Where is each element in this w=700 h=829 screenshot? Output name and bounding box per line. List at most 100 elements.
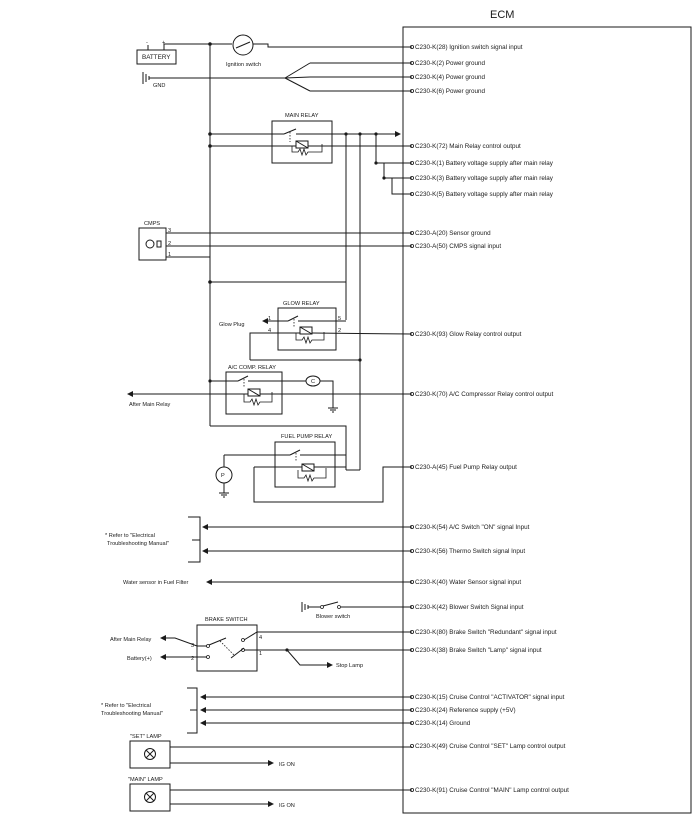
- water-sensor-label: Water sensor in Fuel Filter: [123, 580, 189, 586]
- ac-relay-label: A/C COMP. RELAY: [228, 365, 276, 371]
- ecm-pin-label: C230-K(80) Brake Switch "Redundant" sign…: [415, 629, 557, 636]
- ecm-pin: C230-K(24) Reference supply (+5V): [409, 707, 516, 714]
- ignition-switch-label: Ignition switch: [226, 62, 261, 68]
- blower-switch-label: Blower switch: [316, 614, 350, 620]
- ecm-pin-label: C230-K(42) Blower Switch Signal input: [415, 604, 524, 611]
- ignition-switch: Ignition switch: [210, 34, 412, 68]
- ecm-pin-label: C230-K(72) Main Relay control output: [415, 143, 521, 150]
- set-lamp: "SET" LAMP IG ON: [129, 734, 412, 769]
- glow-pin-2: 2: [338, 328, 341, 334]
- ecm-pin: C230-K(3) Battery voltage supply after m…: [409, 175, 554, 182]
- ecm-pin: C230-K(40) Water Sensor signal input: [409, 579, 521, 586]
- set-lamp-label: "SET" LAMP: [130, 734, 162, 740]
- ecm-pin-label: C230-K(49) Cruise Control "SET" Lamp con…: [415, 743, 566, 750]
- cmps-pin-3: 3: [168, 228, 171, 234]
- ecm-pin: C230-A(50) CMPS signal input: [409, 243, 501, 250]
- ecm-pin-label: C230-K(28) Ignition switch signal input: [415, 44, 523, 51]
- refer-note-line-1: * Refer to "Electrical: [105, 533, 155, 539]
- after-main-relay-label: After Main Relay: [129, 402, 171, 408]
- glow-pin-5: 5: [338, 316, 341, 322]
- ecm-pin-label: C230-A(45) Fuel Pump Relay output: [415, 464, 517, 471]
- cmps-pin-1: 1: [168, 252, 171, 258]
- battery-minus-sign: -: [146, 40, 148, 46]
- battery-plus-sign: +: [162, 40, 165, 46]
- ecm-pin-label: C230-K(24) Reference supply (+5V): [415, 707, 516, 714]
- refer2-note-line-2: Troubleshooting Manual": [101, 711, 163, 717]
- ecm-pin: C230-K(1) Battery voltage supply after m…: [409, 160, 554, 167]
- ecm-pin: C230-K(56) Thermo Switch signal Input: [409, 548, 525, 555]
- blower-switch: Blower switch: [301, 601, 412, 620]
- ecm-pin: C230-K(14) Ground: [409, 720, 471, 727]
- brake-after-main-relay-label: After Main Relay: [110, 637, 152, 643]
- ecm-pin-label: C230-K(1) Battery voltage supply after m…: [415, 160, 554, 167]
- cmps-label: CMPS: [144, 221, 160, 227]
- ecm-pin-label: C230-K(5) Battery voltage supply after m…: [415, 191, 554, 198]
- ecm-pin-label: C230-K(93) Glow Relay control output: [415, 331, 522, 338]
- stop-lamp-label: Stop Lamp: [336, 663, 363, 669]
- glow-pin-4: 4: [268, 328, 271, 334]
- ecm-block: ECM: [402, 9, 692, 814]
- ecm-pin-label: C230-K(40) Water Sensor signal input: [415, 579, 521, 586]
- ecm-pin: C230-K(15) Cruise Control "ACTIVATOR" si…: [409, 694, 565, 701]
- ecm-title: ECM: [490, 9, 514, 21]
- ecm-pin: C230-A(20) Sensor ground: [409, 230, 491, 237]
- refer2-note-line-1: * Refer to "Electrical: [101, 703, 151, 709]
- battery: BATTERY - +: [136, 40, 210, 65]
- ecm-pin-label: C230-K(6) Power ground: [415, 88, 485, 95]
- ecm-pin-label: C230-A(50) CMPS signal input: [415, 243, 501, 250]
- ecm-pin: C230-K(5) Battery voltage supply after m…: [409, 191, 554, 198]
- refer-note-line-2: Troubleshooting Manual": [107, 541, 169, 547]
- ecm-pin: C230-K(80) Brake Switch "Redundant" sign…: [409, 629, 557, 636]
- main-relay-label: MAIN RELAY: [285, 113, 319, 119]
- brake-pin-2: 2: [191, 656, 194, 662]
- ecm-pin-label: C230-K(91) Cruise Control "MAIN" Lamp co…: [415, 787, 569, 794]
- ecm-pin-label: C230-K(14) Ground: [415, 720, 471, 727]
- ecm-pin: C230-K(6) Power ground: [409, 88, 485, 95]
- cmps-sensor-icon: [145, 239, 155, 249]
- main-lamp-label: "MAIN" LAMP: [128, 777, 163, 783]
- brake-pin-1: 1: [259, 651, 262, 657]
- fuel-pump-relay: FUEL PUMP RELAY P: [210, 425, 412, 503]
- ecm-pin-list: C230-K(28) Ignition switch signal input …: [409, 44, 569, 794]
- ecm-pin: C230-K(42) Blower Switch Signal input: [409, 604, 524, 611]
- water-sensor: Water sensor in Fuel Filter: [123, 579, 412, 586]
- glow-relay-label: GLOW RELAY: [283, 301, 320, 307]
- ecm-pin: C230-K(91) Cruise Control "MAIN" Lamp co…: [409, 787, 569, 794]
- gnd-label: GND: [153, 83, 165, 89]
- ecm-pin-label: C230-K(38) Brake Switch "Lamp" signal in…: [415, 647, 542, 654]
- ecm-pin-label: C230-K(15) Cruise Control "ACTIVATOR" si…: [415, 694, 565, 701]
- relay-output-busses: [345, 134, 362, 470]
- ecm-pin: C230-K(38) Brake Switch "Lamp" signal in…: [409, 647, 542, 654]
- glow-relay: GLOW RELAY 1 4 5 2 Glow Plug: [210, 281, 413, 361]
- cmps-sensor: CMPS 3 2 1: [138, 221, 412, 261]
- brake-pin-4: 4: [259, 635, 262, 641]
- glow-plug-label: Glow Plug: [219, 322, 245, 328]
- brake-switch: BRAKE SWITCH 3 2 4 1 After Main Relay Ba…: [110, 617, 412, 672]
- ecm-pin: C230-A(45) Fuel Pump Relay output: [409, 464, 517, 471]
- ecm-pin: C230-K(28) Ignition switch signal input: [409, 44, 523, 51]
- ecm-pin: C230-K(54) A/C Switch "ON" signal Input: [409, 524, 530, 531]
- ig-on-label-1: IG ON: [279, 762, 295, 768]
- glow-pin-1: 1: [268, 316, 271, 322]
- brake-switch-label: BRAKE SWITCH: [205, 617, 248, 623]
- fuel-pump-relay-label: FUEL PUMP RELAY: [281, 434, 332, 440]
- ecm-pin: C230-K(93) Glow Relay control output: [409, 331, 522, 338]
- ig-on-label-2: IG ON: [279, 803, 295, 809]
- ecm-pin-label: C230-A(20) Sensor ground: [415, 230, 491, 237]
- ecm-box: [402, 26, 692, 814]
- ecm-pin: C230-K(49) Cruise Control "SET" Lamp con…: [409, 743, 566, 750]
- ecm-pin-label: C230-K(54) A/C Switch "ON" signal Input: [415, 524, 530, 531]
- ecm-pin: C230-K(2) Power ground: [409, 60, 485, 67]
- ecm-pin-label: C230-K(3) Battery voltage supply after m…: [415, 175, 554, 182]
- ground-gnd: GND: [142, 62, 412, 92]
- ecm-pin: C230-K(72) Main Relay control output: [409, 143, 521, 150]
- main-relay: MAIN RELAY: [210, 113, 412, 195]
- ecm-pin-label: C230-K(2) Power ground: [415, 60, 485, 67]
- ecm-pin: C230-K(70) A/C Compressor Relay control …: [409, 391, 553, 398]
- ecm-pin-label: C230-K(56) Thermo Switch signal Input: [415, 548, 525, 555]
- ecm-pin-label: C230-K(4) Power ground: [415, 74, 485, 81]
- main-lamp: "MAIN" LAMP IG ON: [128, 777, 412, 812]
- fuel-pump-symbol: P: [221, 473, 225, 479]
- cruise-ref-section: * Refer to "Electrical Troubleshooting M…: [101, 687, 412, 734]
